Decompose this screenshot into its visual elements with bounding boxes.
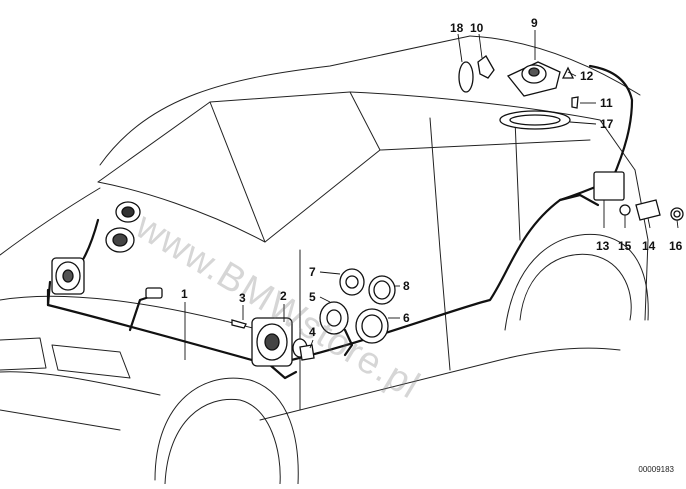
car-front-bumper bbox=[0, 371, 161, 396]
screw-11 bbox=[571, 96, 579, 109]
car-grille bbox=[0, 337, 47, 371]
callout-14: 14 bbox=[642, 239, 656, 253]
amplifier-13 bbox=[593, 171, 625, 201]
callout-12: 12 bbox=[580, 69, 594, 83]
car-a-pillar bbox=[209, 101, 266, 243]
rear-wheel bbox=[519, 253, 632, 321]
bracket-14 bbox=[635, 199, 661, 221]
callout-3: 3 bbox=[239, 291, 246, 305]
screw-3 bbox=[231, 319, 247, 329]
callout-1: 1 bbox=[181, 287, 188, 301]
clip-4 bbox=[299, 344, 315, 361]
reference-code: 00009183 bbox=[638, 465, 674, 474]
car-hood bbox=[0, 187, 101, 256]
car-front-lower bbox=[0, 409, 121, 431]
speaker-grille-18 bbox=[458, 61, 474, 93]
car-hood-edge bbox=[0, 295, 261, 331]
front-wheel bbox=[164, 398, 281, 485]
car-rear-window bbox=[599, 119, 636, 171]
callout-4: 4 bbox=[309, 325, 316, 339]
car-rear-corner bbox=[634, 169, 649, 321]
car-headlight bbox=[51, 344, 131, 379]
callout-9: 9 bbox=[531, 16, 538, 30]
callout-2: 2 bbox=[280, 289, 287, 303]
wiring-harness-rear bbox=[558, 193, 600, 207]
cap-12 bbox=[561, 66, 575, 79]
wiring-harness-speaker-2 bbox=[268, 363, 298, 380]
callout-15: 15 bbox=[618, 239, 632, 253]
car-side-window-top bbox=[349, 91, 601, 121]
callout-13: 13 bbox=[596, 239, 610, 253]
bolt-15 bbox=[619, 204, 631, 216]
callout-16: 16 bbox=[669, 239, 683, 253]
car-b-pillar bbox=[349, 91, 381, 151]
wiring-harness-main bbox=[46, 64, 634, 367]
callout-17: 17 bbox=[600, 117, 614, 131]
car-sill bbox=[259, 347, 621, 421]
callout-18: 18 bbox=[450, 21, 464, 35]
car-door-line-rear bbox=[439, 249, 451, 371]
bracket-10 bbox=[477, 55, 495, 79]
callout-11: 11 bbox=[600, 96, 613, 110]
callout-10: 10 bbox=[470, 21, 484, 35]
callout-8: 8 bbox=[403, 279, 410, 293]
wiring-harness-speaker-5 bbox=[343, 328, 354, 357]
car-windshield bbox=[97, 181, 266, 243]
callout-5: 5 bbox=[309, 290, 316, 304]
connector bbox=[145, 287, 163, 299]
wiring-harness-branch bbox=[128, 293, 157, 332]
front-wheel-arch bbox=[154, 377, 299, 485]
car-roof-outline bbox=[99, 35, 471, 166]
callout-7: 7 bbox=[309, 265, 316, 279]
callout-6: 6 bbox=[403, 311, 410, 325]
rear-wheel-arch bbox=[504, 233, 649, 331]
car-d-pillar bbox=[514, 119, 521, 241]
car-side-window-bottom bbox=[264, 139, 591, 243]
car-c-pillar bbox=[429, 117, 441, 251]
